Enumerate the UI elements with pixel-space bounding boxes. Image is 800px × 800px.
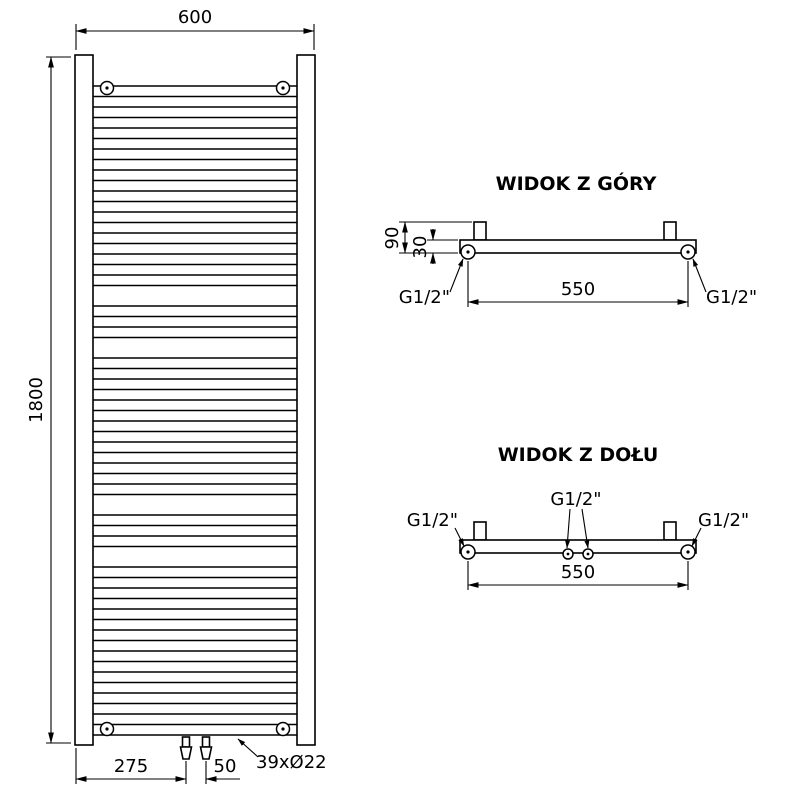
tube-spec-callout: 39xØ22 xyxy=(237,738,327,773)
connection-valve xyxy=(199,746,213,760)
connection-stem xyxy=(181,736,191,748)
fitting-right-callout: G1/2" xyxy=(691,510,749,547)
bottom-view: WIDOK Z DOŁU G1/2" G1/2" G1/2" 550 xyxy=(407,444,749,590)
dim-span: 550 xyxy=(467,561,689,590)
tube-spec-label: 39xØ22 xyxy=(256,752,327,773)
dim-width-label: 600 xyxy=(178,7,212,28)
end-fitting-center xyxy=(466,250,470,254)
bottom-connections xyxy=(179,736,213,760)
fitting-left-callout: G1/2" xyxy=(407,510,465,547)
mounting-hole-center xyxy=(281,727,285,731)
dim-height-label: 1800 xyxy=(26,377,47,423)
fitting-left-label: G1/2" xyxy=(399,287,450,308)
tube-array xyxy=(93,85,297,736)
dim-span-label: 550 xyxy=(561,562,595,583)
connection-valve xyxy=(179,746,193,760)
center-fitting-center xyxy=(586,552,590,556)
top-tube xyxy=(459,239,697,254)
mounting-holes xyxy=(99,80,291,737)
dim-span: 550 xyxy=(467,261,689,307)
fitting-right-label: G1/2" xyxy=(706,287,757,308)
leader-line xyxy=(454,527,465,547)
bottom-tube xyxy=(459,539,697,554)
fitting-center-label: G1/2" xyxy=(550,489,601,510)
wall-bracket xyxy=(473,221,487,241)
fitting-left-label: G1/2" xyxy=(407,510,458,531)
dim-spacing-label: 50 xyxy=(214,756,237,777)
center-fitting-center xyxy=(566,552,570,556)
top-view: WIDOK Z GÓRY 90 30 G1/2" G1/2" xyxy=(382,171,757,308)
fitting-center-callout: G1/2" xyxy=(550,489,602,549)
leader-line xyxy=(691,527,702,547)
left-rail xyxy=(74,54,94,746)
wall-bracket xyxy=(473,521,487,541)
dim-span-label: 550 xyxy=(561,279,595,300)
bottom-view-title: WIDOK Z DOŁU xyxy=(498,444,659,466)
dim-axis-label: 30 xyxy=(410,236,431,259)
dim-depth: 90 30 xyxy=(382,221,472,264)
end-fitting-center xyxy=(466,550,470,554)
end-fitting-center xyxy=(686,250,690,254)
fitting-right-callout: G1/2" xyxy=(692,258,757,308)
leader-line xyxy=(449,258,464,293)
leader-line xyxy=(581,508,590,549)
leader-line xyxy=(692,258,707,293)
end-fitting-center xyxy=(686,550,690,554)
dim-depth-label: 90 xyxy=(382,227,403,250)
wall-bracket xyxy=(663,221,677,241)
mounting-hole-center xyxy=(105,86,109,90)
dim-height: 1800 xyxy=(26,56,71,744)
right-rail xyxy=(296,54,316,746)
leader-line xyxy=(565,508,571,549)
connection-stem xyxy=(201,736,211,748)
dim-width: 600 xyxy=(75,7,315,50)
mounting-hole-center xyxy=(281,86,285,90)
mounting-hole-center xyxy=(105,727,109,731)
wall-bracket xyxy=(663,521,677,541)
fitting-left-callout: G1/2" xyxy=(399,258,464,308)
leader-line xyxy=(237,738,259,758)
front-view: 600 1800 xyxy=(26,7,327,784)
top-view-title: WIDOK Z GÓRY xyxy=(496,171,657,195)
fitting-right-label: G1/2" xyxy=(698,510,749,531)
dim-bottom: 275 50 xyxy=(75,748,240,784)
dim-offset-label: 275 xyxy=(114,756,148,777)
